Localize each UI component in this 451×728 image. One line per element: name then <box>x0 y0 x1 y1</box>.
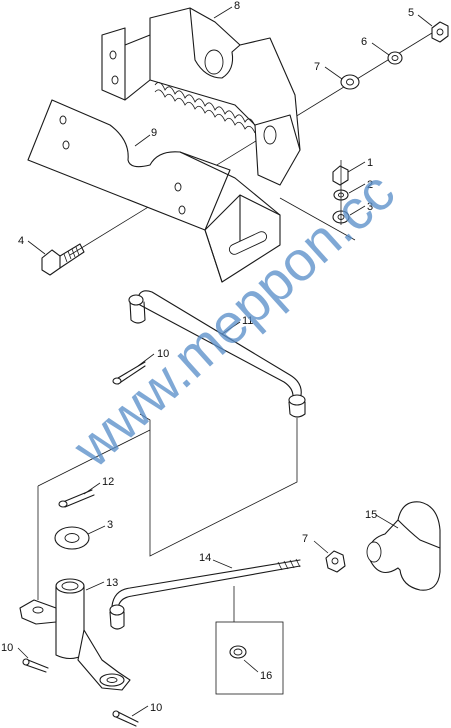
callout-6: 6 <box>361 36 367 48</box>
shift-rod <box>109 558 301 630</box>
callout-7-top: 7 <box>314 61 320 73</box>
projection-frame <box>139 413 298 557</box>
nut-7-lower <box>325 550 346 573</box>
callout-9: 9 <box>151 127 157 139</box>
bolt <box>41 243 85 276</box>
shift-knob <box>366 501 441 591</box>
callout-13: 13 <box>106 577 118 589</box>
callout-7-lower: 7 <box>302 533 308 545</box>
projection-frame-left <box>37 429 151 487</box>
callout-3-top: 3 <box>367 201 373 213</box>
leader-lines <box>17 6 433 717</box>
callout-11: 11 <box>242 315 253 327</box>
cotter-pin-left <box>22 658 49 673</box>
callout-2: 2 <box>367 179 373 191</box>
callout-10-bottom: 10 <box>150 702 162 714</box>
callout-10-upper: 10 <box>157 348 169 360</box>
callout-3-lower: 3 <box>107 519 113 531</box>
lock-washer-6 <box>387 51 403 65</box>
callout-16: 16 <box>260 670 272 682</box>
callout-15: 15 <box>365 509 377 521</box>
callout-1: 1 <box>367 157 373 169</box>
mounting-bracket <box>27 99 281 283</box>
cotter-pin-upper <box>112 361 146 385</box>
callout-4: 4 <box>18 235 24 247</box>
callout-8: 8 <box>234 0 240 12</box>
spring <box>154 82 256 134</box>
alignment-line <box>279 197 356 241</box>
cotter-pin-bottom <box>112 710 139 727</box>
callout-12: 12 <box>102 476 114 488</box>
connecting-rod <box>128 290 306 418</box>
nut-5 <box>431 21 449 43</box>
bell-crank-lever <box>19 578 131 691</box>
detail-box-16 <box>215 586 284 695</box>
callout-10-left: 10 <box>1 642 13 654</box>
nut-1 <box>332 165 349 186</box>
clevis-pin <box>58 489 95 508</box>
latch-assembly <box>101 7 301 186</box>
callout-5: 5 <box>408 7 414 19</box>
washer-7-top <box>340 74 360 90</box>
callout-14: 14 <box>199 552 211 564</box>
washer-3-lower <box>54 526 90 550</box>
